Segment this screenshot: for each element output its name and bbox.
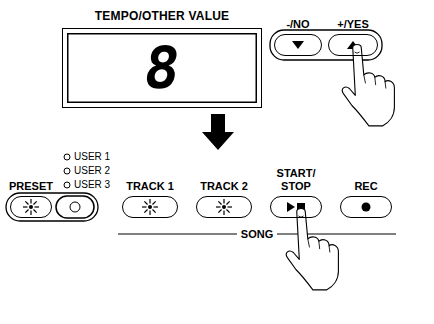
user-button-ring — [70, 202, 80, 212]
group-label: SONG — [237, 228, 277, 240]
minus-button: -/NO — [274, 34, 322, 56]
display: TEMPO/OTHER VALUE8 — [62, 28, 262, 108]
led — [64, 154, 70, 160]
display-heading: TEMPO/OTHER VALUE — [95, 10, 230, 23]
button-frame — [6, 193, 98, 221]
track-button: TRACK 1 — [122, 196, 178, 218]
button-label: PRESET — [9, 180, 53, 193]
led-label: USER 3 — [74, 179, 110, 191]
flash-marks — [23, 199, 232, 215]
button-label: START/ STOP — [273, 167, 319, 193]
rec-button: REC — [340, 196, 392, 218]
track-button: TRACK 2 — [196, 196, 252, 218]
plus-button: +/YES — [328, 34, 378, 56]
button-label: REC — [354, 180, 377, 193]
button-label: -/NO — [286, 18, 309, 31]
led — [64, 182, 70, 188]
user-button — [56, 196, 94, 218]
button-label: +/YES — [337, 18, 369, 31]
preset-button: PRESET — [10, 196, 52, 218]
led-label: USER 2 — [74, 165, 110, 177]
start-stop-button: START/ STOP — [270, 196, 322, 218]
flow-arrow — [202, 114, 234, 150]
button-frame — [270, 30, 382, 60]
button-label: TRACK 2 — [200, 180, 248, 193]
led-label: USER 1 — [74, 151, 110, 163]
display-digit: 8 — [140, 39, 183, 97]
hand — [342, 45, 394, 126]
led — [64, 168, 70, 174]
down-arrow-symbol — [292, 41, 304, 49]
record-symbol — [362, 203, 371, 212]
button-label: TRACK 1 — [126, 180, 174, 193]
play-symbol — [287, 202, 295, 212]
hand — [286, 209, 338, 290]
